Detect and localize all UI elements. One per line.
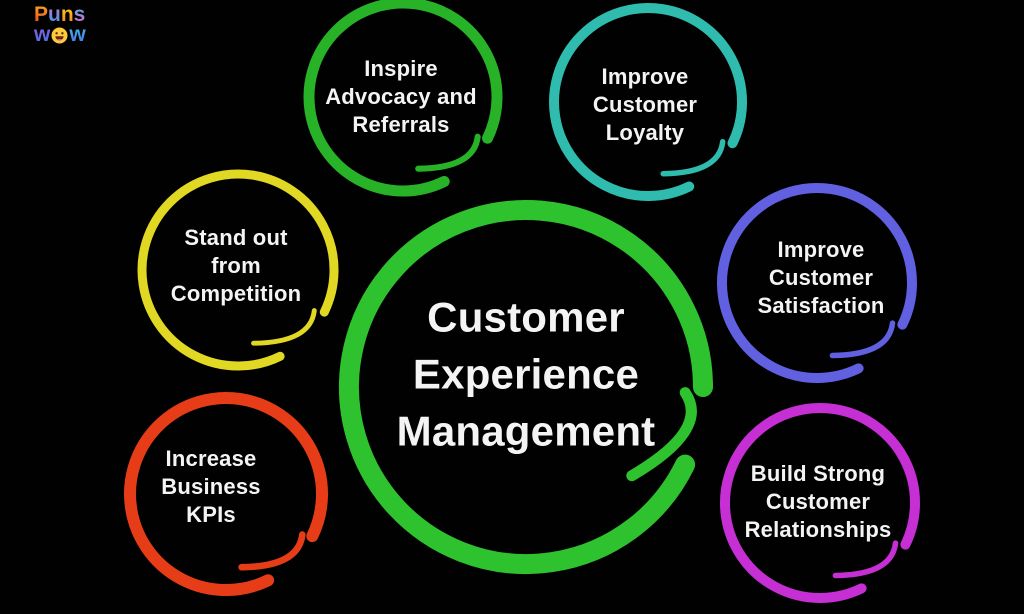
- node-label-improve-customer-loyalty: Improve Customer Loyalty: [592, 64, 698, 145]
- node-label-improve-customer-satisfaction: Improve Customer Satisfaction: [757, 237, 885, 318]
- ring-stand-out-from-competition: [137, 169, 339, 371]
- ring-increase-business-kpis: [124, 392, 328, 596]
- logo-letter-p: P: [34, 3, 49, 26]
- ring-improve-customer-loyalty-tail: [660, 138, 726, 177]
- node-label-inspire-advocacy-referrals: Inspire Advocacy and Referrals: [325, 56, 477, 137]
- ring-customer-experience-management-tail: [626, 387, 697, 482]
- logo-letter-u: u: [48, 3, 61, 26]
- logo-letter-s: s: [73, 3, 86, 26]
- punswow-logo: P u n s w w: [34, 3, 86, 46]
- ring-build-strong-customer-relationships-tail: [832, 540, 899, 579]
- ring-stand-out-from-competition-tail: [251, 308, 317, 346]
- logo-word-puns: P u n s: [34, 3, 86, 26]
- logo-letter-w-right: w: [69, 23, 86, 46]
- ring-improve-customer-satisfaction-tail: [829, 320, 896, 359]
- ring-inspire-advocacy-referrals-tail: [415, 133, 481, 172]
- ring-improve-customer-satisfaction: [717, 183, 917, 383]
- ring-customer-experience-management: [339, 200, 713, 575]
- ring-increase-business-kpis-tail: [238, 531, 306, 571]
- node-label-build-strong-customer-relationships: Build Strong Customer Relationships: [744, 461, 892, 542]
- logo-word-wow: w w: [34, 23, 86, 46]
- ring-inspire-advocacy-referrals: [303, 0, 503, 197]
- ring-improve-customer-loyalty: [549, 3, 747, 201]
- logo-letter-w-left: w: [34, 23, 51, 46]
- node-label-stand-out-from-competition: Stand out from Competition: [170, 225, 302, 306]
- wow-smiley-face-icon: [51, 27, 68, 44]
- center-topic-label: Customer Experience Management: [396, 293, 656, 455]
- node-label-increase-business-kpis: Increase Business KPIs: [161, 446, 261, 527]
- logo-letter-n: n: [60, 3, 74, 26]
- ring-build-strong-customer-relationships: [720, 403, 920, 603]
